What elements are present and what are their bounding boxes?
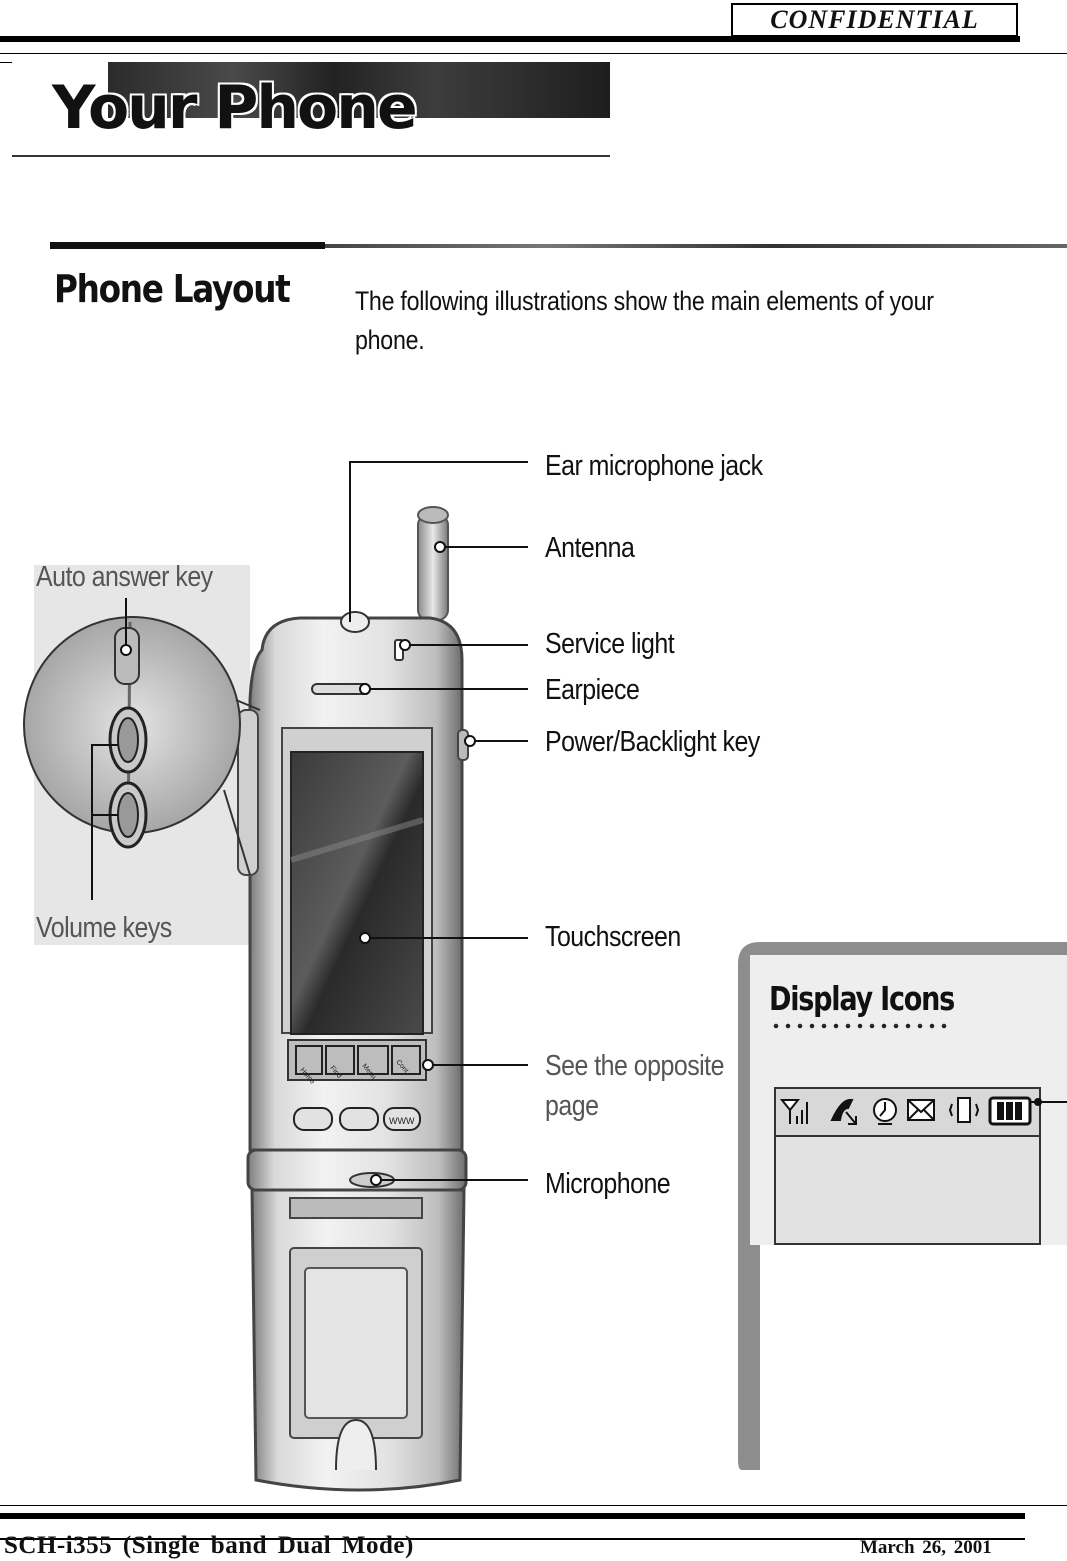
- callout-volume-keys: Volume keys: [36, 912, 172, 944]
- section-heading: Phone Layout: [54, 267, 291, 311]
- touchscreen-shape: [290, 751, 424, 1035]
- display-heading-dots: [770, 1022, 952, 1030]
- callout-auto-answer-key: Auto answer key: [36, 561, 213, 593]
- callout-service-light: Service light: [545, 628, 675, 660]
- footer-rule-mid: [0, 1538, 1025, 1540]
- footer-date: March 26, 2001: [860, 1537, 992, 1558]
- display-icons-heading: Display Icons: [769, 979, 955, 1018]
- antenna-shape: [417, 514, 449, 621]
- footer-rule-thin: [0, 1505, 1067, 1506]
- callout-see-opposite-line1: See the opposite: [545, 1050, 724, 1082]
- header-rule-thick: [0, 36, 1020, 42]
- vibrate-mode-icon: [948, 1097, 980, 1123]
- header-rule-thin: [0, 53, 1067, 54]
- battery-icon: [988, 1096, 1032, 1126]
- page-title: Your Phone: [52, 73, 418, 143]
- callout-ear-mic-jack: Ear microphone jack: [545, 450, 763, 482]
- section-rule-thick: [50, 242, 325, 249]
- message-envelope-icon: [907, 1099, 935, 1121]
- header-tick: [0, 62, 12, 63]
- callout-antenna: Antenna: [545, 532, 635, 564]
- alarm-clock-icon: [873, 1098, 897, 1125]
- title-underline: [12, 155, 610, 157]
- display-icons-panel: [738, 942, 1067, 1470]
- callout-see-opposite-line2: page: [545, 1090, 599, 1122]
- footer-model: SCH-i355 (Single band Dual Mode): [4, 1532, 414, 1559]
- intro-paragraph: The following illustrations show the mai…: [355, 286, 934, 355]
- title-banner: [108, 62, 610, 118]
- callout-power-backlight-key: Power/Backlight key: [545, 726, 760, 758]
- missed-call-icon: [830, 1098, 857, 1125]
- callout-earpiece: Earpiece: [545, 674, 640, 706]
- footer-rule-thick: [0, 1513, 1025, 1519]
- confidential-stamp: CONFIDENTIAL: [731, 3, 1018, 37]
- callout-microphone: Microphone: [545, 1168, 671, 1200]
- section-rule-thin: [325, 244, 1067, 248]
- phone-illustration: Home Find Menu Cont WWW: [23, 461, 528, 1492]
- signal-strength-icon: [779, 1099, 808, 1124]
- ear-mic-jack-shape: [340, 611, 370, 633]
- callout-touchscreen: Touchscreen: [545, 921, 681, 953]
- www-key-label: WWW: [389, 1116, 415, 1126]
